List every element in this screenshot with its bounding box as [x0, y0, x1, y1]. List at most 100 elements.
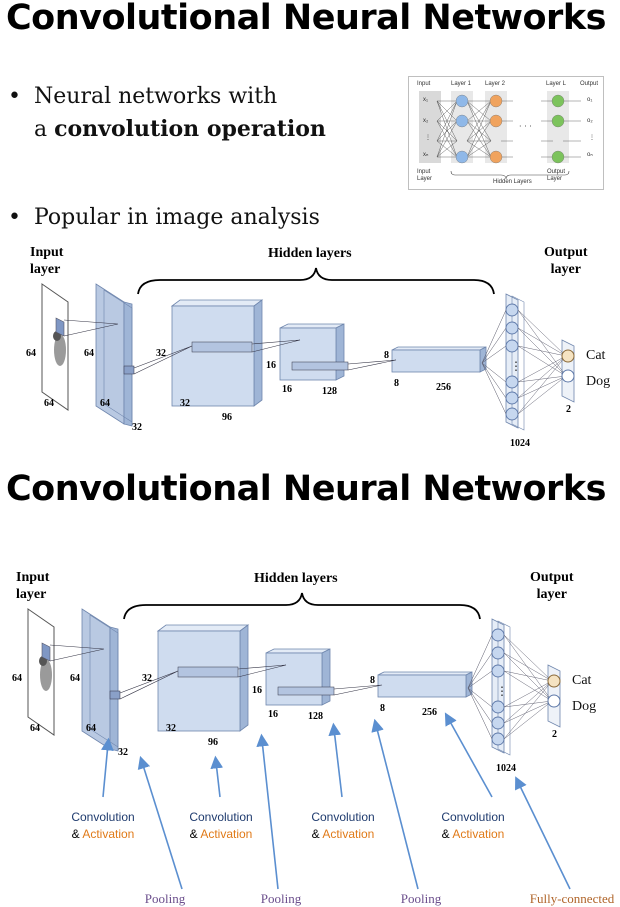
top-fc-out-edge — [517, 327, 567, 377]
bottom-fc-out-edge — [503, 680, 553, 724]
mini-layer1-neuron — [455, 114, 469, 128]
mini-edge — [466, 100, 492, 122]
top-fc-neuron — [505, 375, 519, 389]
annotation-pooling-1: Pooling — [144, 891, 186, 906]
bottom-fc-out-edge — [503, 634, 553, 702]
bottom-fc-out-edge — [503, 670, 553, 702]
top-network-svg: ⋮ — [41, 267, 575, 431]
top-dim-conv4-d: 256 — [436, 382, 451, 393]
bottom-dim-conv1-d: 32 — [118, 747, 128, 758]
bottom-fc-out-edge — [503, 670, 553, 682]
mini-layerL-neuron — [551, 150, 565, 164]
top-fc-neuron — [505, 407, 519, 421]
mini-ellipsis: · · · — [519, 122, 532, 131]
mini-neurons — [455, 94, 565, 164]
top-fc-out-edge — [517, 327, 567, 357]
bottom-input-label: Input layer — [16, 570, 50, 602]
top-fc-out-edge — [517, 375, 567, 399]
top-conv4-side — [479, 346, 487, 373]
bottom-dim-conv4-h: 8 — [370, 675, 375, 686]
mini-edge — [466, 120, 492, 142]
bottom-dim-conv3-w: 16 — [268, 709, 278, 720]
top-dim-conv2-w: 32 — [180, 398, 190, 409]
bold-convolution-operation: convolution operation — [54, 116, 326, 142]
top-conv4-fc-edge — [481, 327, 507, 364]
mini-input-x2: x₂ — [423, 118, 429, 124]
top-fc-neuron — [505, 321, 519, 335]
mini-col-output: Output — [580, 81, 599, 87]
mini-edge — [466, 120, 492, 158]
top-fc-neuron — [505, 303, 519, 317]
annotation-activation: Activation — [82, 827, 135, 841]
annotation-activation-line: & Activation — [71, 827, 135, 841]
bottom-dim-conv4-d: 256 — [422, 707, 437, 718]
mini-output-on: oₙ — [587, 152, 593, 158]
top-out-neuron-cat — [561, 349, 575, 363]
bottom-conv2-front — [157, 630, 241, 732]
top-rf1 — [63, 319, 119, 337]
bottom-fc-out-edge — [503, 652, 553, 702]
top-fc-out-edge — [517, 345, 567, 357]
annotation-activation-line: & Activation — [441, 827, 505, 841]
bottom-rf3 — [237, 664, 287, 678]
bottom-conv3-top — [265, 648, 331, 654]
bottom-fc-neuron — [491, 716, 505, 730]
mini-output-dots: ⋮ — [589, 135, 595, 141]
mini-layer2-neuron — [489, 94, 503, 108]
mini-col-layer2: Layer 2 — [485, 81, 506, 87]
mini-input-dots: ⋮ — [425, 135, 431, 141]
mini-layerL-neuron — [551, 94, 565, 108]
bottom-conv4-side — [465, 671, 473, 698]
top-fc-out-edge — [517, 345, 567, 377]
mini-bottom-output: Output Layer — [547, 169, 566, 182]
mini-bottom-input: Input Layer — [417, 169, 433, 182]
bottom-dim-conv1-w: 64 — [86, 723, 96, 734]
top-patch4 — [291, 361, 349, 371]
bottom-patch2 — [109, 690, 121, 700]
neural-network-mini-diagram: · · · Input Layer 1 Layer 2 Layer L Outp… — [408, 76, 604, 190]
top-conv1-side — [123, 301, 133, 427]
mini-edge — [436, 100, 458, 142]
mini-network-svg: · · · — [419, 91, 581, 180]
annotation-activation: Activation — [452, 827, 505, 841]
top-fc-neuron — [505, 339, 519, 353]
bottom-dim-conv1-h: 64 — [70, 673, 80, 684]
bottom-out-neuron-cat — [547, 674, 561, 688]
top-dim-conv3-d: 128 — [322, 386, 337, 397]
top-dim-conv2-d: 96 — [222, 412, 232, 423]
mini-input-xn: xₙ — [423, 152, 429, 158]
mini-edge — [466, 140, 492, 158]
mini-hidden-brace — [450, 170, 570, 180]
mini-edge — [436, 100, 458, 122]
mini-layerL-neuron — [551, 114, 565, 128]
top-fc-out-edge — [517, 375, 567, 415]
mini-edge — [436, 100, 458, 158]
mini-input-band — [419, 91, 441, 163]
bottom-class-dog: Dog — [572, 699, 597, 714]
top-dim-conv1-d: 32 — [132, 422, 142, 433]
top-conv4-fc-edge — [481, 362, 507, 415]
top-dim-conv1-h: 64 — [84, 348, 94, 359]
bottom-fc-neuron — [491, 628, 505, 642]
top-hidden-brace — [137, 267, 495, 295]
annotation-convolution: Convolution — [189, 810, 253, 824]
top-dim-conv3-h: 16 — [266, 360, 276, 371]
bottom-fc-neuron — [491, 732, 505, 746]
mini-edge — [436, 120, 458, 158]
top-input-label: Input layer — [30, 245, 64, 277]
top-conv2-top — [170, 299, 264, 307]
bullet-neural-networks-line2: a convolution operation — [34, 116, 326, 142]
top-dim-conv4-w: 8 — [394, 378, 399, 389]
bottom-dim-input-h: 64 — [12, 673, 22, 684]
annotation-conv-act-2: Convolution & Activation — [176, 809, 266, 843]
bottom-out-neuron-dog — [547, 694, 561, 708]
bottom-dim-fc: 1024 — [496, 763, 516, 774]
top-dim-conv1-w: 64 — [100, 398, 110, 409]
bottom-fc-ellipsis: ⋮ — [496, 684, 508, 698]
top-fc-out-edge — [517, 309, 567, 357]
bottom-patch4 — [277, 686, 335, 696]
bottom-hidden-label: Hidden layers — [254, 571, 338, 586]
bottom-dim-conv2-h: 32 — [142, 673, 152, 684]
mini-layer1-neuron — [455, 94, 469, 108]
